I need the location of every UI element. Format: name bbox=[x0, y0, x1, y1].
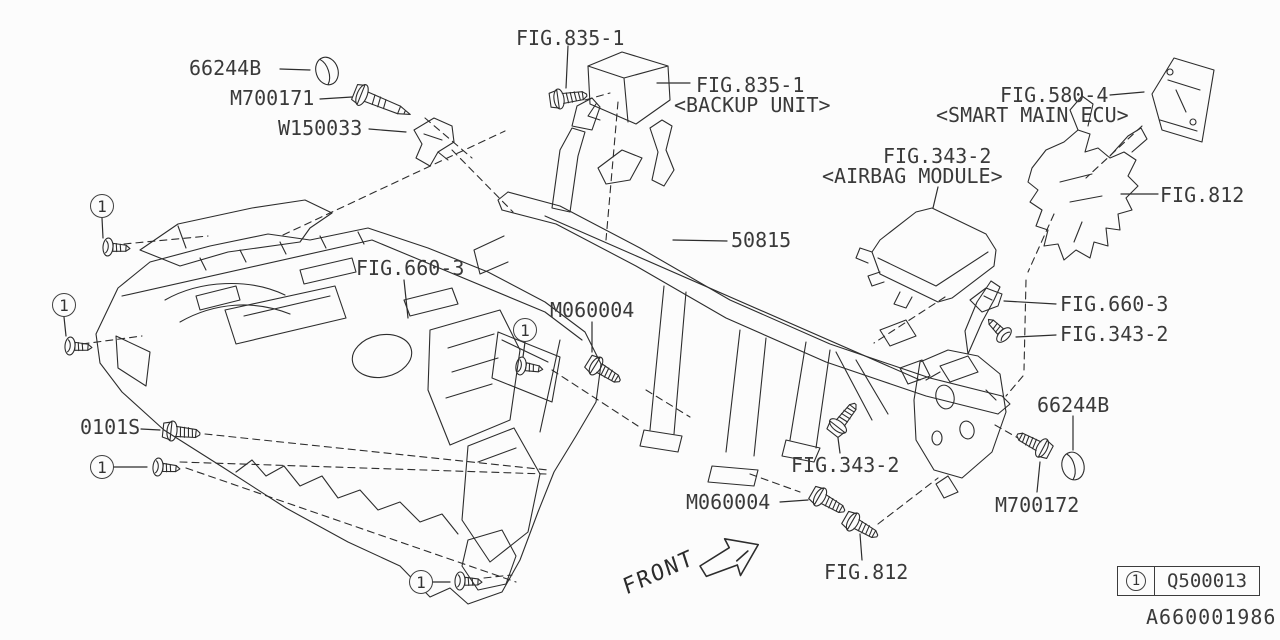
part-label-0101s: 0101S bbox=[80, 415, 141, 439]
screw-callout1-c bbox=[151, 457, 182, 479]
callout-ref-3: 1 bbox=[90, 455, 114, 479]
screw-callout1-a bbox=[101, 237, 132, 259]
bolt-m060004-upper bbox=[582, 352, 626, 390]
part-label-w150033: W150033 bbox=[278, 116, 363, 140]
drawing-number: A660001986 bbox=[1146, 605, 1277, 629]
callout-ref-2: 1 bbox=[52, 293, 76, 317]
fasteners-art bbox=[63, 53, 1088, 592]
part-label-fig660-clip: FIG.660-3 bbox=[1060, 292, 1169, 316]
part-label-fig343-lower: FIG.343-2 bbox=[791, 453, 900, 477]
bolt-m700171 bbox=[351, 84, 411, 116]
damper-w150033 bbox=[413, 117, 455, 167]
front-arrow-icon bbox=[699, 538, 760, 578]
clip-fig660 bbox=[969, 287, 1003, 313]
part-label-m060004-lower: M060004 bbox=[686, 490, 771, 514]
part-label-fig343-clip: FIG.343-2 bbox=[1060, 322, 1169, 346]
bolt-fig835 bbox=[548, 84, 589, 111]
part-label-fig343-airbag: FIG.343-2 bbox=[883, 144, 992, 168]
callout-ref-4: 1 bbox=[409, 570, 433, 594]
airbag-module-art bbox=[855, 207, 997, 309]
callout-ref-1: 1 bbox=[90, 194, 114, 218]
part-label-backup-unit: <BACKUP UNIT> bbox=[674, 93, 831, 117]
part-label-66244b-right: 66244B bbox=[1037, 393, 1110, 417]
callout-ref-5: 1 bbox=[513, 318, 537, 342]
part-label-fig835-unit: FIG.835-1 bbox=[696, 73, 805, 97]
smart-main-ecu-art bbox=[1151, 57, 1215, 143]
legend-ref-cell: 1 bbox=[1118, 567, 1155, 595]
cap-66244b-right bbox=[1058, 449, 1088, 483]
part-label-fig835-bolt: FIG.835-1 bbox=[516, 26, 625, 50]
leader-lines bbox=[63, 45, 1159, 583]
part-label-m700171: M700171 bbox=[230, 86, 315, 110]
bracket-cluster-art bbox=[1027, 95, 1148, 261]
bolt-m060004-lower bbox=[806, 483, 850, 521]
part-label-airbag-module: <AIRBAG MODULE> bbox=[822, 164, 1003, 188]
bolt-m700172 bbox=[1012, 425, 1056, 462]
dashed-lines bbox=[81, 92, 1143, 583]
part-label-m700172: M700172 bbox=[995, 493, 1080, 517]
screw-callout1-d bbox=[453, 571, 483, 592]
bolt-fig812-lower bbox=[839, 508, 883, 546]
part-label-fig660-panel: FIG.660-3 bbox=[356, 256, 465, 280]
instrument-panel-art bbox=[95, 199, 602, 605]
bolt-fig343-clip bbox=[981, 312, 1015, 346]
bolt-fig343-lower bbox=[824, 397, 864, 440]
part-label-m060004-upper: M060004 bbox=[550, 298, 635, 322]
legend-box: 1 Q500013 bbox=[1117, 566, 1260, 596]
steering-beam-art bbox=[473, 97, 1011, 487]
part-label-smart-main-ecu: <SMART MAIN ECU> bbox=[936, 103, 1129, 127]
backup-unit-art bbox=[587, 51, 671, 125]
part-label-fig812-upper: FIG.812 bbox=[1160, 183, 1245, 207]
part-label-66244b-top: 66244B bbox=[189, 56, 262, 80]
legend-part-number: Q500013 bbox=[1166, 570, 1248, 592]
legend-callout: 1 bbox=[1126, 571, 1146, 591]
screw-callout1-b bbox=[63, 336, 94, 358]
part-label-fig580-4: FIG.580-4 bbox=[1000, 83, 1109, 107]
part-label-fig812-lower: FIG.812 bbox=[824, 560, 909, 584]
cap-66244b-top bbox=[311, 53, 343, 89]
part-label-50815: 50815 bbox=[731, 228, 792, 252]
side-bracket-plate-art bbox=[913, 280, 1007, 499]
